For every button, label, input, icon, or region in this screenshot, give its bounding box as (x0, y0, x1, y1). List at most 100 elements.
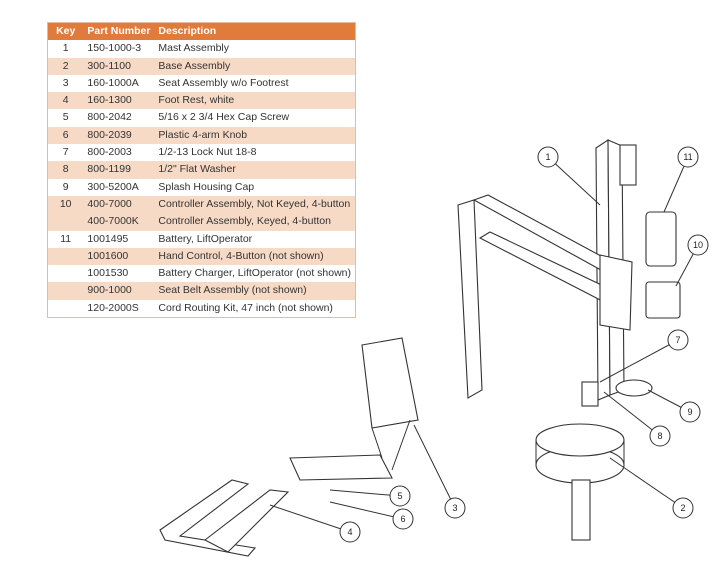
row-part-number: 1001530 (87, 267, 129, 280)
callout-label: 2 (680, 503, 685, 513)
row-part-number: 900-1000 (83, 282, 155, 300)
row-part-number: 160-1000A (87, 76, 139, 89)
callout-8: 8 (603, 391, 671, 447)
callout-circle (537, 146, 559, 168)
table-row: 11 1001495 Battery, LiftOperator (48, 231, 356, 248)
callout-5: 5 (329, 485, 411, 507)
table-row: 3 160-1000A Seat Assembly w/o Footrest (48, 75, 356, 92)
callout-circle (389, 485, 411, 507)
header-key: Key (47, 22, 84, 41)
row-part-number: 1001600 (83, 247, 155, 266)
callout-10: 10 (675, 234, 709, 287)
battery (645, 211, 677, 267)
leader-line (413, 424, 456, 509)
callout-label: 1 (545, 152, 550, 162)
row-key: 1 (62, 42, 69, 55)
row-description: Battery, LiftOperator (158, 232, 253, 245)
splash-housing-cap (615, 379, 653, 397)
row-description: Seat Assembly w/o Footrest (158, 76, 289, 89)
row-part-number: 800-2003 (87, 146, 132, 159)
row-key: 9 (62, 180, 69, 193)
row-description: 1/2" Flat Washer (154, 161, 356, 179)
callout-label: 11 (683, 152, 692, 162)
row-key: 11 (60, 232, 72, 245)
mast-assembly (457, 138, 637, 407)
callout-4: 4 (269, 504, 361, 543)
seat-assembly (289, 337, 419, 481)
controller (645, 281, 681, 319)
callout-circle (444, 497, 466, 519)
header-description: Description (154, 22, 356, 41)
table-row: 9 300-5200A Splash Housing Cap (48, 179, 356, 196)
row-key: 5 (62, 111, 69, 124)
foot-rest (159, 479, 290, 557)
callout-circle (687, 234, 709, 256)
row-description: Base Assembly (154, 57, 356, 75)
row-part-number: 150-1000-3 (87, 42, 142, 55)
callout-circle (667, 329, 689, 351)
row-key: 8 (47, 161, 84, 179)
callout-9: 9 (647, 389, 701, 423)
row-key (47, 282, 84, 300)
row-part-number: 800-2042 (87, 111, 132, 124)
row-description: Battery Charger, LiftOperator (not shown… (158, 267, 351, 280)
row-key: 2 (47, 57, 84, 75)
row-key: 10 (47, 195, 84, 214)
row-key (47, 213, 84, 231)
callout-label: 5 (397, 491, 402, 501)
callout-label: 4 (347, 527, 352, 537)
row-part-number: 400-7000 (83, 195, 155, 214)
row-part-number: 300-5200A (87, 180, 139, 193)
row-description: 1/2-13 Lock Nut 18-8 (158, 146, 257, 159)
table-row: 1 150-1000-3 Mast Assembly (48, 40, 356, 57)
callout-circle (672, 497, 694, 519)
callout-label: 7 (675, 335, 680, 345)
table-row: 7 800-2003 1/2-13 Lock Nut 18-8 (48, 144, 356, 161)
row-description: Splash Housing Cap (158, 180, 255, 193)
callout-circle (649, 425, 671, 447)
callout-circle (679, 401, 701, 423)
leader-line (547, 156, 601, 206)
row-description: Plastic 4-arm Knob (154, 126, 356, 145)
row-part-number: 400-7000K (83, 213, 155, 231)
row-part-number: 160-1300 (83, 92, 155, 110)
row-key: 6 (47, 126, 84, 145)
row-description: Hand Control, 4-Button (not shown) (154, 247, 356, 266)
callout-6: 6 (329, 501, 414, 530)
row-description: Mast Assembly (158, 42, 230, 55)
row-key: 7 (62, 146, 69, 159)
row-key: 4 (47, 92, 84, 110)
row-description: Cord Routing Kit, 47 inch (not shown) (158, 301, 333, 314)
leader-line (329, 501, 404, 520)
callout-circle (392, 508, 414, 530)
callout-label: 9 (687, 407, 692, 417)
callout-11: 11 (663, 146, 699, 213)
callout-label: 10 (693, 240, 703, 250)
leader-line (269, 504, 351, 533)
row-description: 5/16 x 2 3/4 Hex Cap Screw (158, 111, 290, 124)
callout-circle (677, 146, 699, 168)
leader-line (329, 489, 401, 497)
row-description: Controller Assembly, Not Keyed, 4-button (154, 195, 356, 214)
row-part-number: 800-1199 (83, 161, 155, 179)
callout-circle (339, 521, 361, 543)
row-part-number: 800-2039 (83, 126, 155, 145)
leader-line (599, 339, 679, 383)
row-key: 3 (62, 76, 69, 89)
callout-label: 8 (657, 431, 662, 441)
base-assembly (535, 423, 625, 541)
row-part-number: 300-1100 (83, 57, 155, 75)
row-description: Seat Belt Assembly (not shown) (154, 282, 356, 300)
table-row: 5 800-2042 5/16 x 2 3/4 Hex Cap Screw (48, 109, 356, 126)
row-part-number: 1001495 (87, 232, 129, 245)
